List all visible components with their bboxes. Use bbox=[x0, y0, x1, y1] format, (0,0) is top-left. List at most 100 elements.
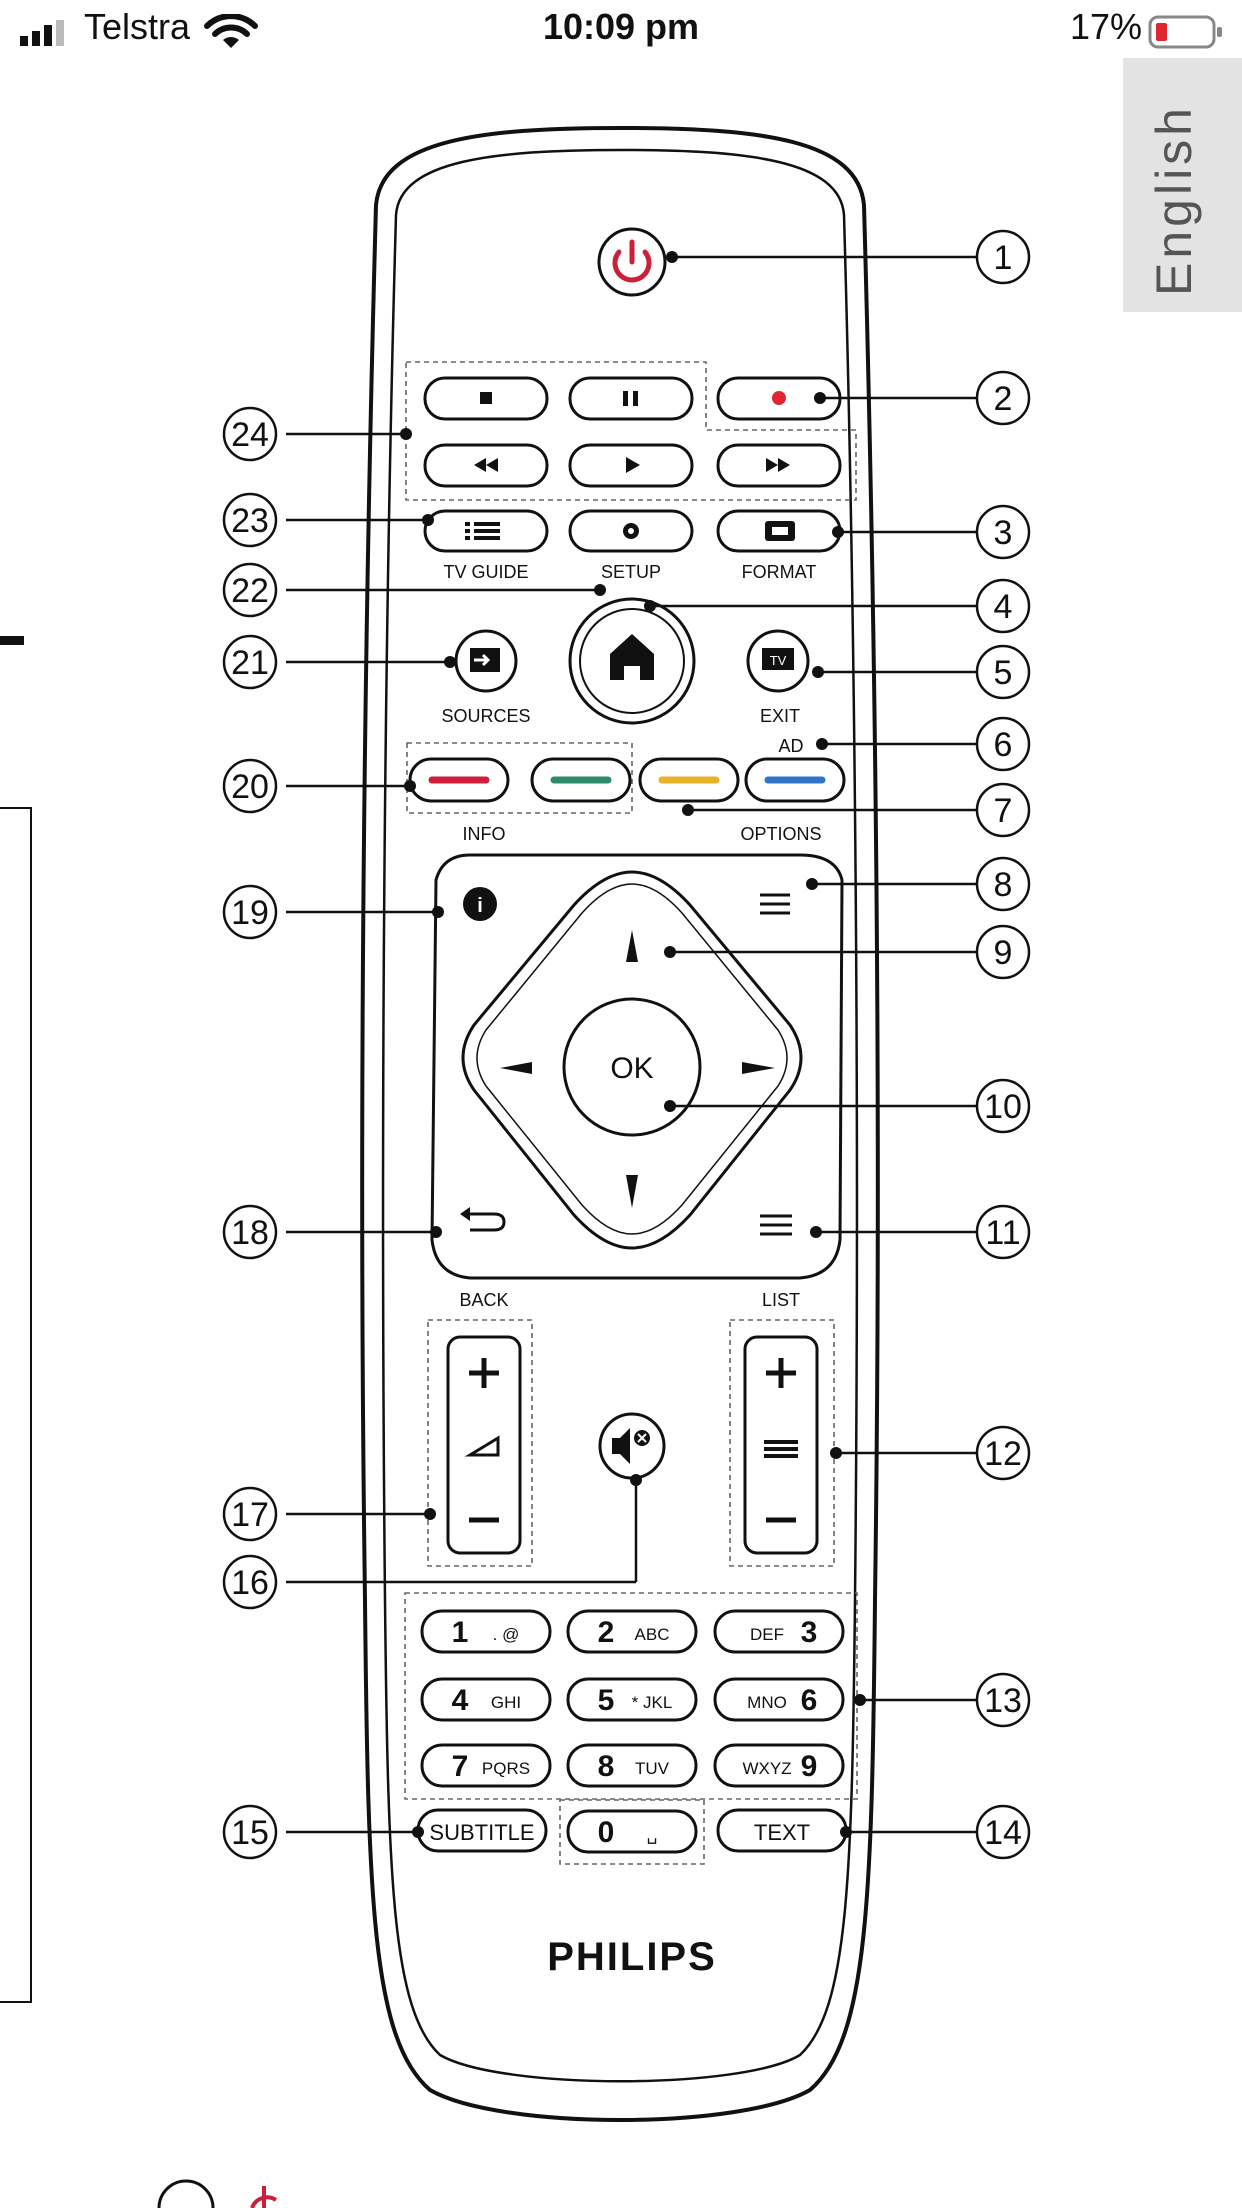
number-key-digit: 2 bbox=[598, 1616, 615, 1649]
down-arrow-icon[interactable] bbox=[626, 1175, 638, 1208]
callout-17-circle bbox=[222, 1486, 278, 1542]
callout-3-label: 3 bbox=[994, 514, 1013, 552]
callout-6-circle bbox=[975, 716, 1031, 772]
info-label: INFO bbox=[463, 824, 506, 844]
power-button[interactable] bbox=[597, 227, 667, 297]
callout-7-label: 7 bbox=[994, 792, 1013, 830]
clock: 10:09 pm bbox=[542, 6, 700, 47]
callout-21-circle bbox=[222, 634, 278, 690]
info-icon: i bbox=[477, 895, 483, 917]
bottom-fragment-circle bbox=[157, 2179, 215, 2208]
number-key-5[interactable] bbox=[566, 1677, 698, 1722]
callout-9-circle bbox=[975, 924, 1031, 980]
up-arrow-icon[interactable] bbox=[626, 930, 638, 962]
channel-up-icon bbox=[766, 1358, 796, 1388]
dashed-group-outlines bbox=[404, 361, 858, 1865]
sources-label: SOURCES bbox=[441, 706, 530, 726]
number-key-letters: TUV bbox=[635, 1759, 670, 1778]
callout-16-label: 16 bbox=[231, 1564, 269, 1602]
mute-button[interactable] bbox=[598, 1412, 666, 1480]
number-key-digit: 1 bbox=[452, 1616, 469, 1649]
number-key-0[interactable] bbox=[566, 1809, 698, 1854]
tv-guide-label: TV GUIDE bbox=[443, 562, 528, 582]
power-icon bbox=[612, 239, 652, 283]
gear-icon bbox=[623, 523, 639, 539]
number-key-8[interactable] bbox=[566, 1743, 698, 1788]
callout-23-label: 23 bbox=[231, 502, 269, 540]
number-key-4[interactable] bbox=[420, 1677, 552, 1722]
callout-24-label: 24 bbox=[231, 416, 269, 454]
number-key-2[interactable] bbox=[566, 1609, 698, 1654]
battery-percent: 17% bbox=[1069, 6, 1142, 47]
rewind-icon bbox=[474, 458, 498, 472]
language-tab[interactable]: English bbox=[1123, 58, 1242, 312]
callout-1-label: 1 bbox=[994, 239, 1013, 277]
callout-22-label: 22 bbox=[231, 572, 269, 610]
signal-icon bbox=[20, 20, 64, 46]
info-button[interactable] bbox=[463, 887, 497, 921]
callout-5-label: 5 bbox=[994, 654, 1013, 692]
callout-11-label: 11 bbox=[985, 1214, 1020, 1252]
callout-dots bbox=[400, 251, 866, 1838]
number-key-9[interactable] bbox=[713, 1743, 845, 1788]
text-label: TEXT bbox=[754, 1820, 810, 1845]
options-label: OPTIONS bbox=[740, 824, 821, 844]
callout-14-label: 14 bbox=[984, 1814, 1022, 1852]
right-arrow-icon[interactable] bbox=[742, 1062, 775, 1074]
number-key-letters: * JKL bbox=[632, 1693, 673, 1712]
home-button-ring bbox=[579, 608, 685, 714]
number-key-1[interactable] bbox=[420, 1609, 552, 1654]
number-key-digit: 4 bbox=[452, 1684, 469, 1717]
options-icon[interactable] bbox=[760, 893, 790, 915]
callout-4-label: 4 bbox=[994, 588, 1013, 626]
subtitle-label: SUBTITLE bbox=[429, 1820, 534, 1845]
ok-label: OK bbox=[610, 1052, 653, 1085]
dpad-ring-inner bbox=[476, 883, 788, 1235]
remote-body-inner bbox=[381, 148, 859, 2083]
number-key-letters: PQRS bbox=[482, 1759, 530, 1778]
home-icon bbox=[610, 634, 654, 680]
sources-icon bbox=[470, 648, 500, 672]
callout-6-label: 6 bbox=[994, 726, 1013, 764]
page-edge-box bbox=[0, 807, 32, 2003]
brand-logo: PHILIPS bbox=[547, 1935, 717, 1979]
callout-16-circle bbox=[222, 1554, 278, 1610]
callout-24-circle bbox=[222, 406, 278, 462]
battery-icon bbox=[1148, 15, 1222, 49]
channel-icon bbox=[764, 1440, 798, 1458]
number-key-7[interactable] bbox=[420, 1743, 552, 1788]
bottom-fragment-power-icon bbox=[250, 2186, 278, 2208]
number-key-letters: WXYZ bbox=[742, 1759, 791, 1778]
callout-10-label: 10 bbox=[984, 1088, 1022, 1126]
left-arrow-icon[interactable] bbox=[500, 1062, 532, 1074]
remote-body-outline bbox=[360, 125, 880, 2122]
callout-4-circle bbox=[975, 578, 1031, 634]
callout-12-label: 12 bbox=[984, 1435, 1022, 1473]
channel-rocker[interactable] bbox=[743, 1335, 819, 1555]
callout-17-label: 17 bbox=[231, 1496, 269, 1534]
number-key-letters: . @ bbox=[493, 1625, 520, 1644]
number-key-3[interactable] bbox=[713, 1609, 845, 1654]
back-label: BACK bbox=[459, 1290, 508, 1310]
number-key-digit: 7 bbox=[452, 1750, 469, 1783]
callout-leaders bbox=[286, 255, 978, 1834]
tv-icon-label: TV bbox=[770, 653, 787, 668]
callout-22-circle bbox=[222, 562, 278, 618]
callout-19-circle bbox=[222, 884, 278, 940]
callout-19-label: 19 bbox=[231, 894, 269, 932]
number-key-6[interactable] bbox=[713, 1677, 845, 1722]
pause-button[interactable] bbox=[568, 376, 694, 421]
ok-button[interactable] bbox=[562, 997, 702, 1137]
callout-11-circle bbox=[975, 1204, 1031, 1260]
number-key-letters: ␣ bbox=[647, 1825, 658, 1844]
callout-9-label: 9 bbox=[994, 934, 1013, 972]
callout-8-circle bbox=[975, 856, 1031, 912]
callout-13-label: 13 bbox=[984, 1682, 1022, 1720]
ad-label: AD bbox=[778, 736, 803, 756]
volume-icon bbox=[464, 1435, 500, 1457]
callout-13-circle bbox=[975, 1672, 1031, 1728]
list-icon[interactable] bbox=[760, 1214, 792, 1236]
back-icon[interactable] bbox=[460, 1207, 506, 1232]
callout-20-circle bbox=[222, 758, 278, 814]
navigation-panel bbox=[430, 853, 844, 1280]
